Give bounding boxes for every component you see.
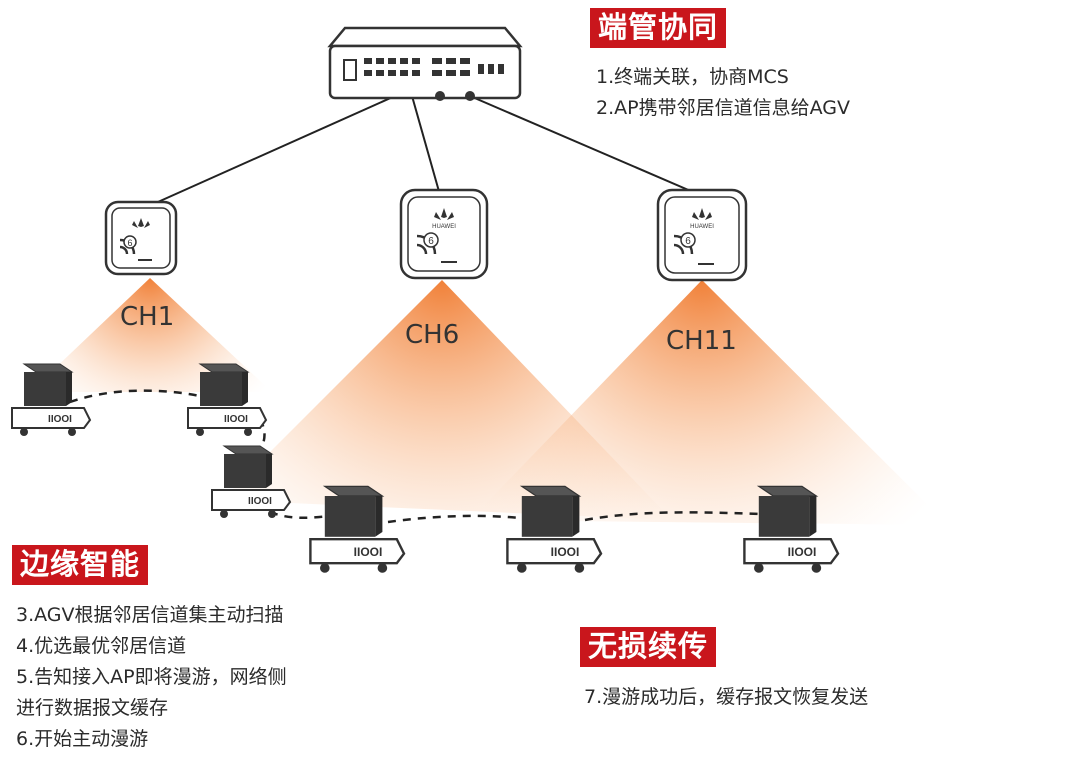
ap-brand-label: HUAWEI [432,224,456,230]
agv-label: IIOOI [224,414,248,425]
section-tag-lossless: 无损续传 [580,627,717,667]
ap-wifi6-label: 6 [428,236,434,247]
agv-label: IIOOI [354,545,383,559]
cable-ap2 [411,95,441,196]
ap-brand-label: HUAWEI [690,224,714,230]
step-line: 2.AP携带邻居信道信息给AGV [596,97,850,119]
edge-steps: 3.AGV根据邻居信道集主动扫描 4.优选最优邻居信道 5.告知接入AP即将漫游… [16,600,287,755]
agv-icon: IIOOI [506,485,603,573]
step-line: 5.告知接入AP即将漫游，网络侧 [16,666,287,688]
ap-2-icon: HUAWEI 6 [399,188,489,280]
step-line: 进行数据报文缓存 [16,697,169,719]
channel-label-ch6: CH6 [405,320,460,350]
ap-3-icon: HUAWEI 6 [656,188,748,282]
cable-ap3 [469,95,701,196]
step-line: 6.开始主动漫游 [16,728,149,750]
ap-1-icon: 6 [104,200,178,276]
agv-label: IIOOI [248,496,272,507]
step-line: 1.终端关联，协商MCS [596,66,789,88]
channel-label-ch11: CH11 [666,326,737,356]
agv-label: IIOOI [48,414,72,425]
section-tag-collaboration: 端管协同 [590,8,727,48]
agv-icon: IIOOI [11,363,92,436]
collaboration-steps: 1.终端关联，协商MCS 2.AP携带邻居信道信息给AGV [596,62,850,124]
agv-icon: IIOOI [211,445,292,518]
ap-wifi6-label: 6 [127,238,132,248]
lossless-steps: 7.漫游成功后，缓存报文恢复发送 [584,682,868,713]
channel-label-ch1: CH1 [120,302,175,332]
ap-wifi6-label: 6 [685,236,691,247]
step-line: 4.优选最优邻居信道 [16,635,187,657]
agv-label: IIOOI [788,545,817,559]
agv-label: IIOOI [551,545,580,559]
beam-ch11 [470,280,948,525]
step-line: 3.AGV根据邻居信道集主动扫描 [16,604,284,626]
cable-ap1 [139,95,396,211]
section-tag-edge: 边缘智能 [12,545,149,585]
step-line: 7.漫游成功后，缓存报文恢复发送 [584,686,869,708]
agv-icon: IIOOI [743,485,840,573]
roaming-path [69,389,761,524]
agv-icon: IIOOI [309,485,406,573]
agv-icon: IIOOI [187,363,268,436]
switch-icon [327,26,523,101]
